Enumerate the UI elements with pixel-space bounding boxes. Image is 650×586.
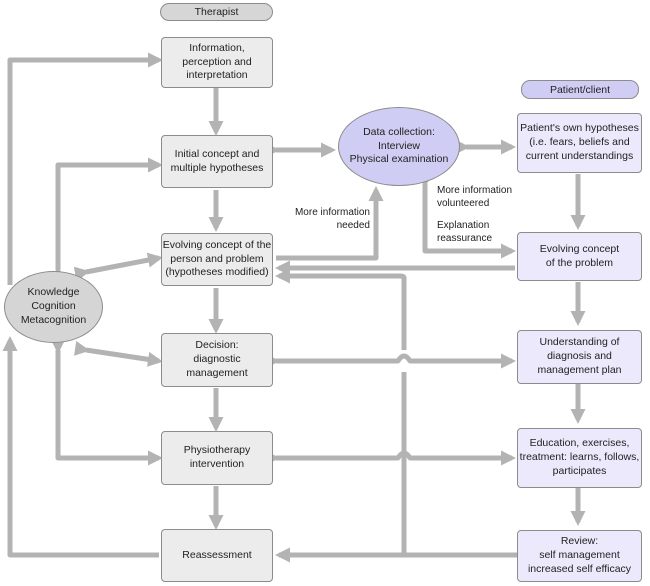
patient-header: Patient/client: [521, 80, 639, 99]
reassessment-box: Reassessment: [161, 529, 273, 582]
physiotherapy-intervention-box: Physiotherapy intervention: [161, 431, 273, 485]
arrow-knowledge-evolving: [73, 252, 163, 282]
patient-evolving-concept-box: Evolving concept of the problem: [517, 232, 642, 281]
arrow-knowledge-to-info: [7, 52, 163, 285]
arrow-physio-education: [264, 450, 516, 466]
explanation-label: Explanation reassurance: [437, 220, 493, 244]
more-info-volunteered-label: More information volunteered: [437, 185, 513, 209]
info-perception-box: Information, perception and interpretati…: [161, 37, 273, 88]
arrow-reassess-to-knowledge: [2, 336, 159, 558]
arrow-knowledge-physio: [50, 338, 163, 466]
arrow-bus-to-tevolving: [275, 268, 407, 350]
understanding-box: Understanding of diagnosis and managemen…: [517, 330, 642, 384]
arrow-review-to-reassess: [401, 372, 518, 558]
initial-concept-box: Initial concept and multiple hypotheses: [161, 135, 273, 188]
data-collection-ellipse: Data collection: Interview Physical exam…: [338, 107, 460, 186]
therapist-header: Therapist: [160, 3, 273, 21]
arrow-knowledge-decision: [74, 340, 163, 367]
arrow-decision-understanding: [264, 353, 516, 369]
arrow-knowledge-initial: [50, 157, 163, 282]
patient-hypotheses-box: Patient's own hypotheses (i.e. fears, be…: [517, 113, 642, 173]
therapist-evolving-concept-box: Evolving concept of the person and probl…: [161, 233, 273, 286]
more-info-needed-label: More information needed: [294, 207, 370, 231]
arrow-more-info-needed: [276, 186, 384, 261]
decision-box: Decision: diagnostic management: [161, 333, 273, 387]
arrow-explanation: [417, 172, 516, 259]
review-box: Review: self management increased self e…: [517, 530, 642, 582]
education-box: Education, exercises, treatment: learns,…: [517, 428, 642, 488]
knowledge-ellipse: Knowledge Cognition Metacognition: [4, 271, 103, 343]
